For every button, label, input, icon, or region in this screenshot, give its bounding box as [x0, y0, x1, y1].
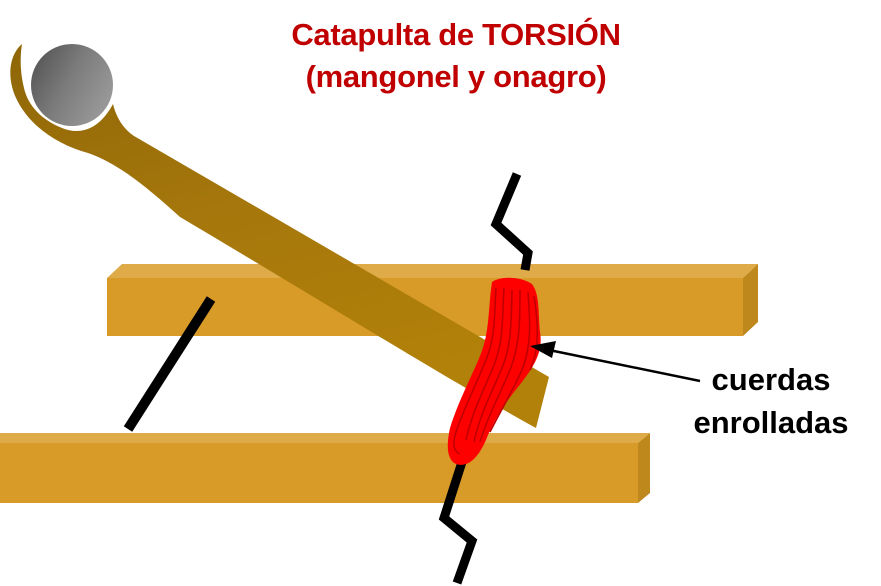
rope-strand-line	[465, 287, 505, 441]
frame-break-line-bottom	[438, 460, 478, 585]
throwing-arm	[10, 44, 550, 428]
rope-label-line1: cuerdas	[711, 362, 831, 397]
rope-strand-line	[453, 287, 497, 455]
rope-label: cuerdas enrolladas	[650, 358, 881, 444]
rope-label-line2: enrolladas	[693, 405, 849, 440]
projectile-ball	[31, 44, 113, 126]
rope-bundle	[447, 277, 541, 465]
lower-beam-top-face	[0, 433, 650, 443]
annotation-arrow	[530, 341, 701, 383]
diagram-title-line1: Catapulta de TORSIÓN	[291, 17, 621, 52]
upper-beam-top-face	[107, 264, 758, 278]
lower-beam	[0, 433, 650, 503]
upper-beam-side-face	[743, 264, 758, 336]
rope-strand-line	[529, 295, 539, 371]
annotation-arrow-head	[530, 341, 556, 358]
lower-beam-front-face	[0, 443, 638, 503]
rope-strand-line	[473, 289, 513, 443]
lower-beam-side-face	[638, 433, 650, 503]
diagram-title-line2: (mangonel y onagro)	[305, 59, 607, 94]
rope-strand-line	[479, 289, 521, 443]
diagram-title: Catapulta de TORSIÓN (mangonel y onagro)	[238, 14, 674, 98]
support-strut-line	[123, 296, 216, 432]
rope-strand-line	[489, 291, 531, 433]
frame-break-line-top	[490, 172, 533, 271]
annotation-arrow-shaft	[548, 348, 701, 383]
torsion-rope-coil	[447, 277, 541, 465]
